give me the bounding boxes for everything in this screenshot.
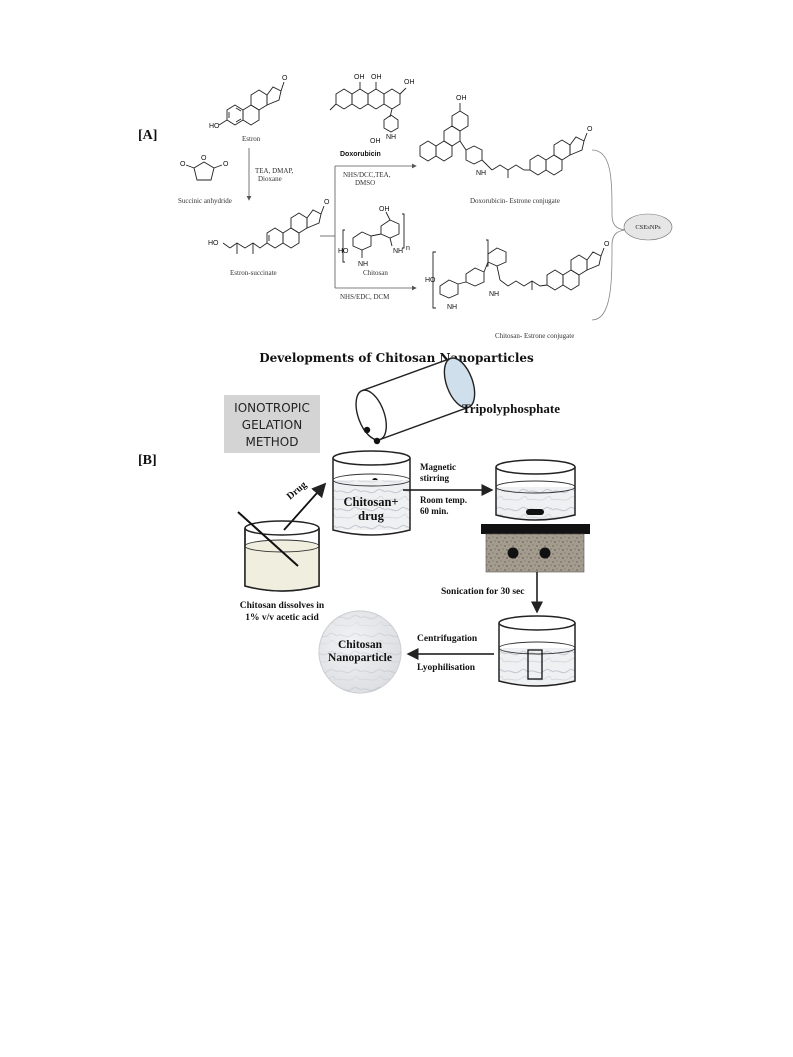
centrifugation-label: Centrifugation (417, 634, 478, 644)
conj1-o: O (587, 126, 593, 133)
dox-estrone-label: Doxorubicin- Estrone conjugate (470, 197, 560, 205)
chitosan-label: Chitosan (363, 269, 388, 277)
nanoparticle-texture (319, 611, 401, 693)
step1-line1: Magnetic (420, 462, 456, 472)
step1-line3: Room temp. (420, 495, 467, 505)
conj2-nh2: NH (447, 304, 457, 311)
estron-label: Estron (242, 135, 261, 143)
panel-a-label: [A] (138, 128, 158, 143)
beaker-chitosan-dissolve (237, 511, 320, 592)
beaker-stirring (495, 459, 576, 521)
dox-estrone-conjugate-structure (419, 103, 588, 178)
reagent-3: NHS/EDC, DCM (340, 293, 390, 301)
method-line2: GELATION (242, 418, 302, 432)
chitosan-ho: HO (338, 248, 349, 255)
chitosan-n: n (406, 245, 410, 252)
chitosan-nh2: NH (358, 261, 368, 268)
succinic-label: Succinic anhydride (178, 197, 232, 205)
anhydride-o-left: O (180, 161, 186, 168)
dox-oh-3: OH (404, 79, 415, 86)
stirrer-knob-1 (507, 547, 519, 559)
chitosan-oh: OH (379, 206, 390, 213)
csesnps-oval (623, 213, 673, 241)
estron-ho: HO (209, 123, 220, 130)
reagent-2-line1: NHS/DCC,TEA, (343, 171, 391, 179)
estron-succinate-structure (222, 205, 325, 254)
succinate-o: O (324, 199, 330, 206)
stirring-rod (237, 511, 299, 567)
chitosan-estrone-label: Chitosan- Estrone conjugate (495, 332, 574, 340)
beaker2-line1: Chitosan+ (343, 495, 398, 509)
reagent-2-line2: DMSO (355, 179, 375, 187)
reagent-1-line1: TEA, DMAP, (255, 167, 294, 175)
tpp-drop-2 (373, 437, 381, 445)
conj1-nh: NH (476, 170, 486, 177)
tpp-container (355, 357, 476, 441)
stirrer-plate (481, 524, 590, 534)
centrifuge-tube (527, 649, 543, 680)
dox-oh-1: OH (354, 74, 365, 81)
method-line1: IONOTROPIC (234, 401, 310, 415)
chitosan-structure (342, 211, 405, 263)
method-box (224, 395, 320, 453)
dox-oh-4: OH (370, 138, 381, 145)
dox-nh2: NH (386, 134, 396, 141)
panel-b-label: [B] (138, 453, 157, 468)
drug-arrow-label: Drug (285, 480, 309, 503)
beaker2-line2: drug (358, 509, 384, 523)
conj2-ho: HO (425, 277, 436, 284)
tpp-drop-1 (363, 426, 371, 434)
dox-oh-2: OH (371, 74, 382, 81)
conjugate-brace (591, 149, 629, 321)
section-title: Developments of Chitosan Nanoparticles (259, 351, 534, 365)
step1-line2: stirring (420, 473, 449, 483)
stir-bar (526, 509, 544, 515)
chitosan-estrone-conjugate-structure (432, 239, 605, 309)
sonication-label: Sonication for 30 sec (441, 587, 524, 597)
stirrer-base (485, 533, 585, 573)
stirrer-knob-2 (539, 547, 551, 559)
drug-arrow (283, 482, 327, 531)
conj1-oh: OH (456, 95, 467, 102)
succinate-ho: HO (208, 240, 219, 247)
nano-line1: Chitosan (338, 639, 383, 651)
tpp-label: Tripolyphosphate (462, 401, 560, 416)
csesnps-label: CSEsNPs (635, 224, 661, 231)
reagent-1-line2: Dioxane (258, 175, 282, 183)
dissolve-line1: Chitosan dissolves in (240, 601, 325, 611)
beaker-chitosan-drug (332, 450, 411, 536)
method-line3: METHOD (246, 435, 299, 449)
step1-line4: 60 min. (420, 506, 449, 516)
anhydride-o-ring: O (201, 155, 207, 162)
doxorubicin-label: Doxorubicin (340, 151, 381, 158)
lyophilisation-label: Lyophilisation (417, 663, 476, 673)
chitosan-nh2-b: NH (393, 248, 403, 255)
dissolve-line2: 1% v/v acetic acid (245, 613, 319, 623)
nano-line2: Nanoparticle (328, 652, 392, 664)
conj2-o: O (604, 241, 610, 248)
anhydride-o-right: O (223, 161, 229, 168)
estron-structure (218, 81, 285, 126)
estron-succinate-label: Estron-succinate (230, 269, 277, 277)
beaker-centrifuge (498, 615, 576, 687)
estron-o: O (282, 75, 288, 82)
conj2-nh: NH (489, 291, 499, 298)
succinic-anhydride-structure (185, 161, 223, 181)
doxorubicin-structure (329, 82, 407, 133)
